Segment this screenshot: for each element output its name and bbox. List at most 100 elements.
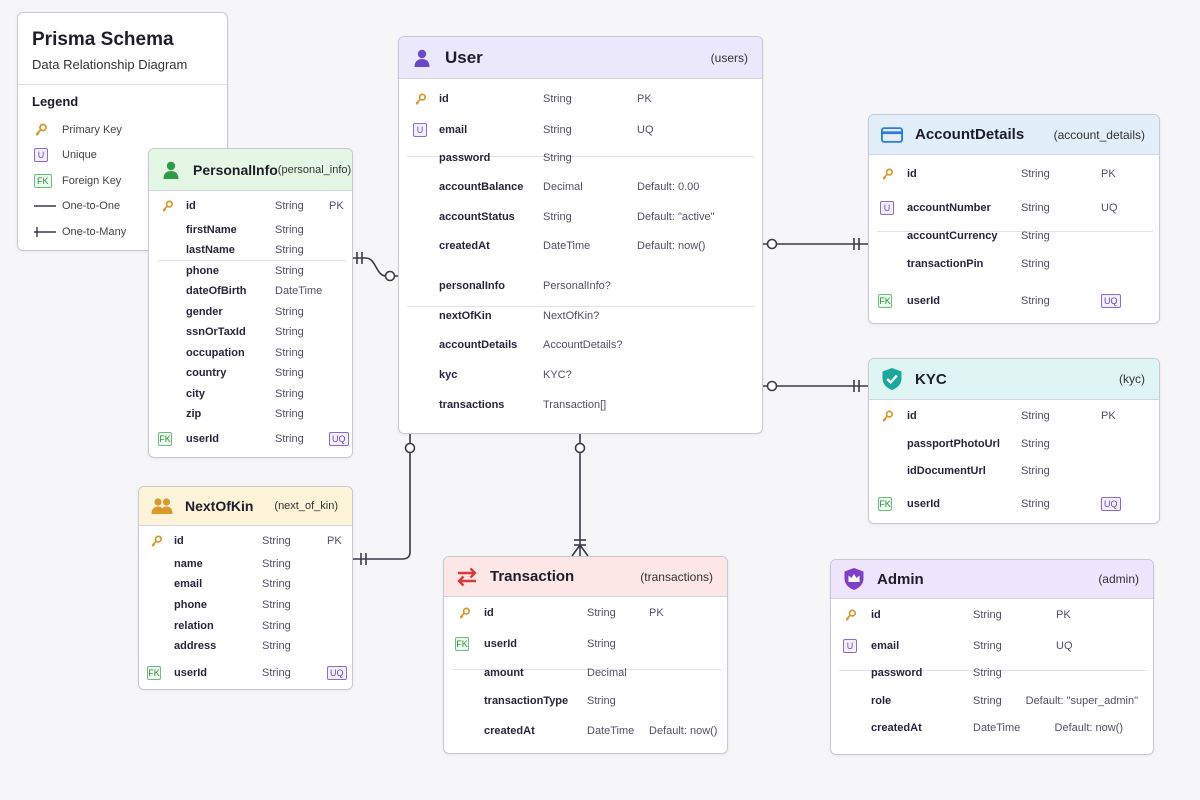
field-name: accountDetails [439, 339, 518, 351]
key-icon [149, 534, 163, 548]
field-type: String [587, 638, 616, 650]
person-icon [161, 159, 181, 181]
key-icon [843, 608, 857, 622]
field-name: accountStatus [439, 211, 515, 223]
uq-badge: UQ [329, 432, 349, 446]
field-type: String [1021, 438, 1050, 450]
field-type: Transaction[] [543, 399, 607, 411]
field-type: String [262, 640, 291, 652]
field-name: firstName [186, 224, 237, 236]
field-type: PersonalInfo? [543, 280, 611, 292]
field-name: userId [174, 667, 208, 679]
field-type: String [275, 244, 304, 256]
connector-user-transaction [571, 433, 589, 557]
field-name: transactionPin [907, 258, 984, 270]
entity-header: User(users) [399, 37, 762, 79]
field-name: createdAt [871, 722, 922, 734]
entity-name: AccountDetails [915, 126, 1025, 143]
field-attribute: PK [1101, 410, 1116, 422]
entity-table-name: (kyc) [1119, 372, 1145, 386]
field-type: String [543, 124, 572, 136]
unique-badge: U [880, 201, 894, 215]
entity-table-name: (transactions) [640, 569, 713, 584]
connector-user-nextofkin [352, 433, 416, 565]
field-name: country [186, 367, 227, 379]
field-attribute: PK [1056, 609, 1071, 621]
field-type: String [1021, 410, 1050, 422]
field-name: id [439, 93, 449, 105]
field-name: city [186, 388, 205, 400]
field-name: relation [174, 620, 214, 632]
field-name: address [174, 640, 217, 652]
field-name: accountCurrency [907, 230, 998, 242]
field-type: Decimal [587, 667, 627, 679]
entity-header: KYC(kyc) [869, 359, 1159, 400]
field-type: String [262, 558, 291, 570]
field-row[interactable]: address String [139, 638, 352, 654]
field-type: NextOfKin? [543, 310, 600, 322]
field-name: userId [907, 295, 941, 307]
entity-header: AccountDetails(account_details) [869, 115, 1159, 155]
field-name: ssnOrTaxId [186, 326, 246, 338]
legend-heading: Legend [32, 94, 79, 109]
field-type: DateTime [543, 240, 591, 252]
field-type: String [973, 640, 1002, 652]
crown-shield-icon [843, 568, 865, 590]
